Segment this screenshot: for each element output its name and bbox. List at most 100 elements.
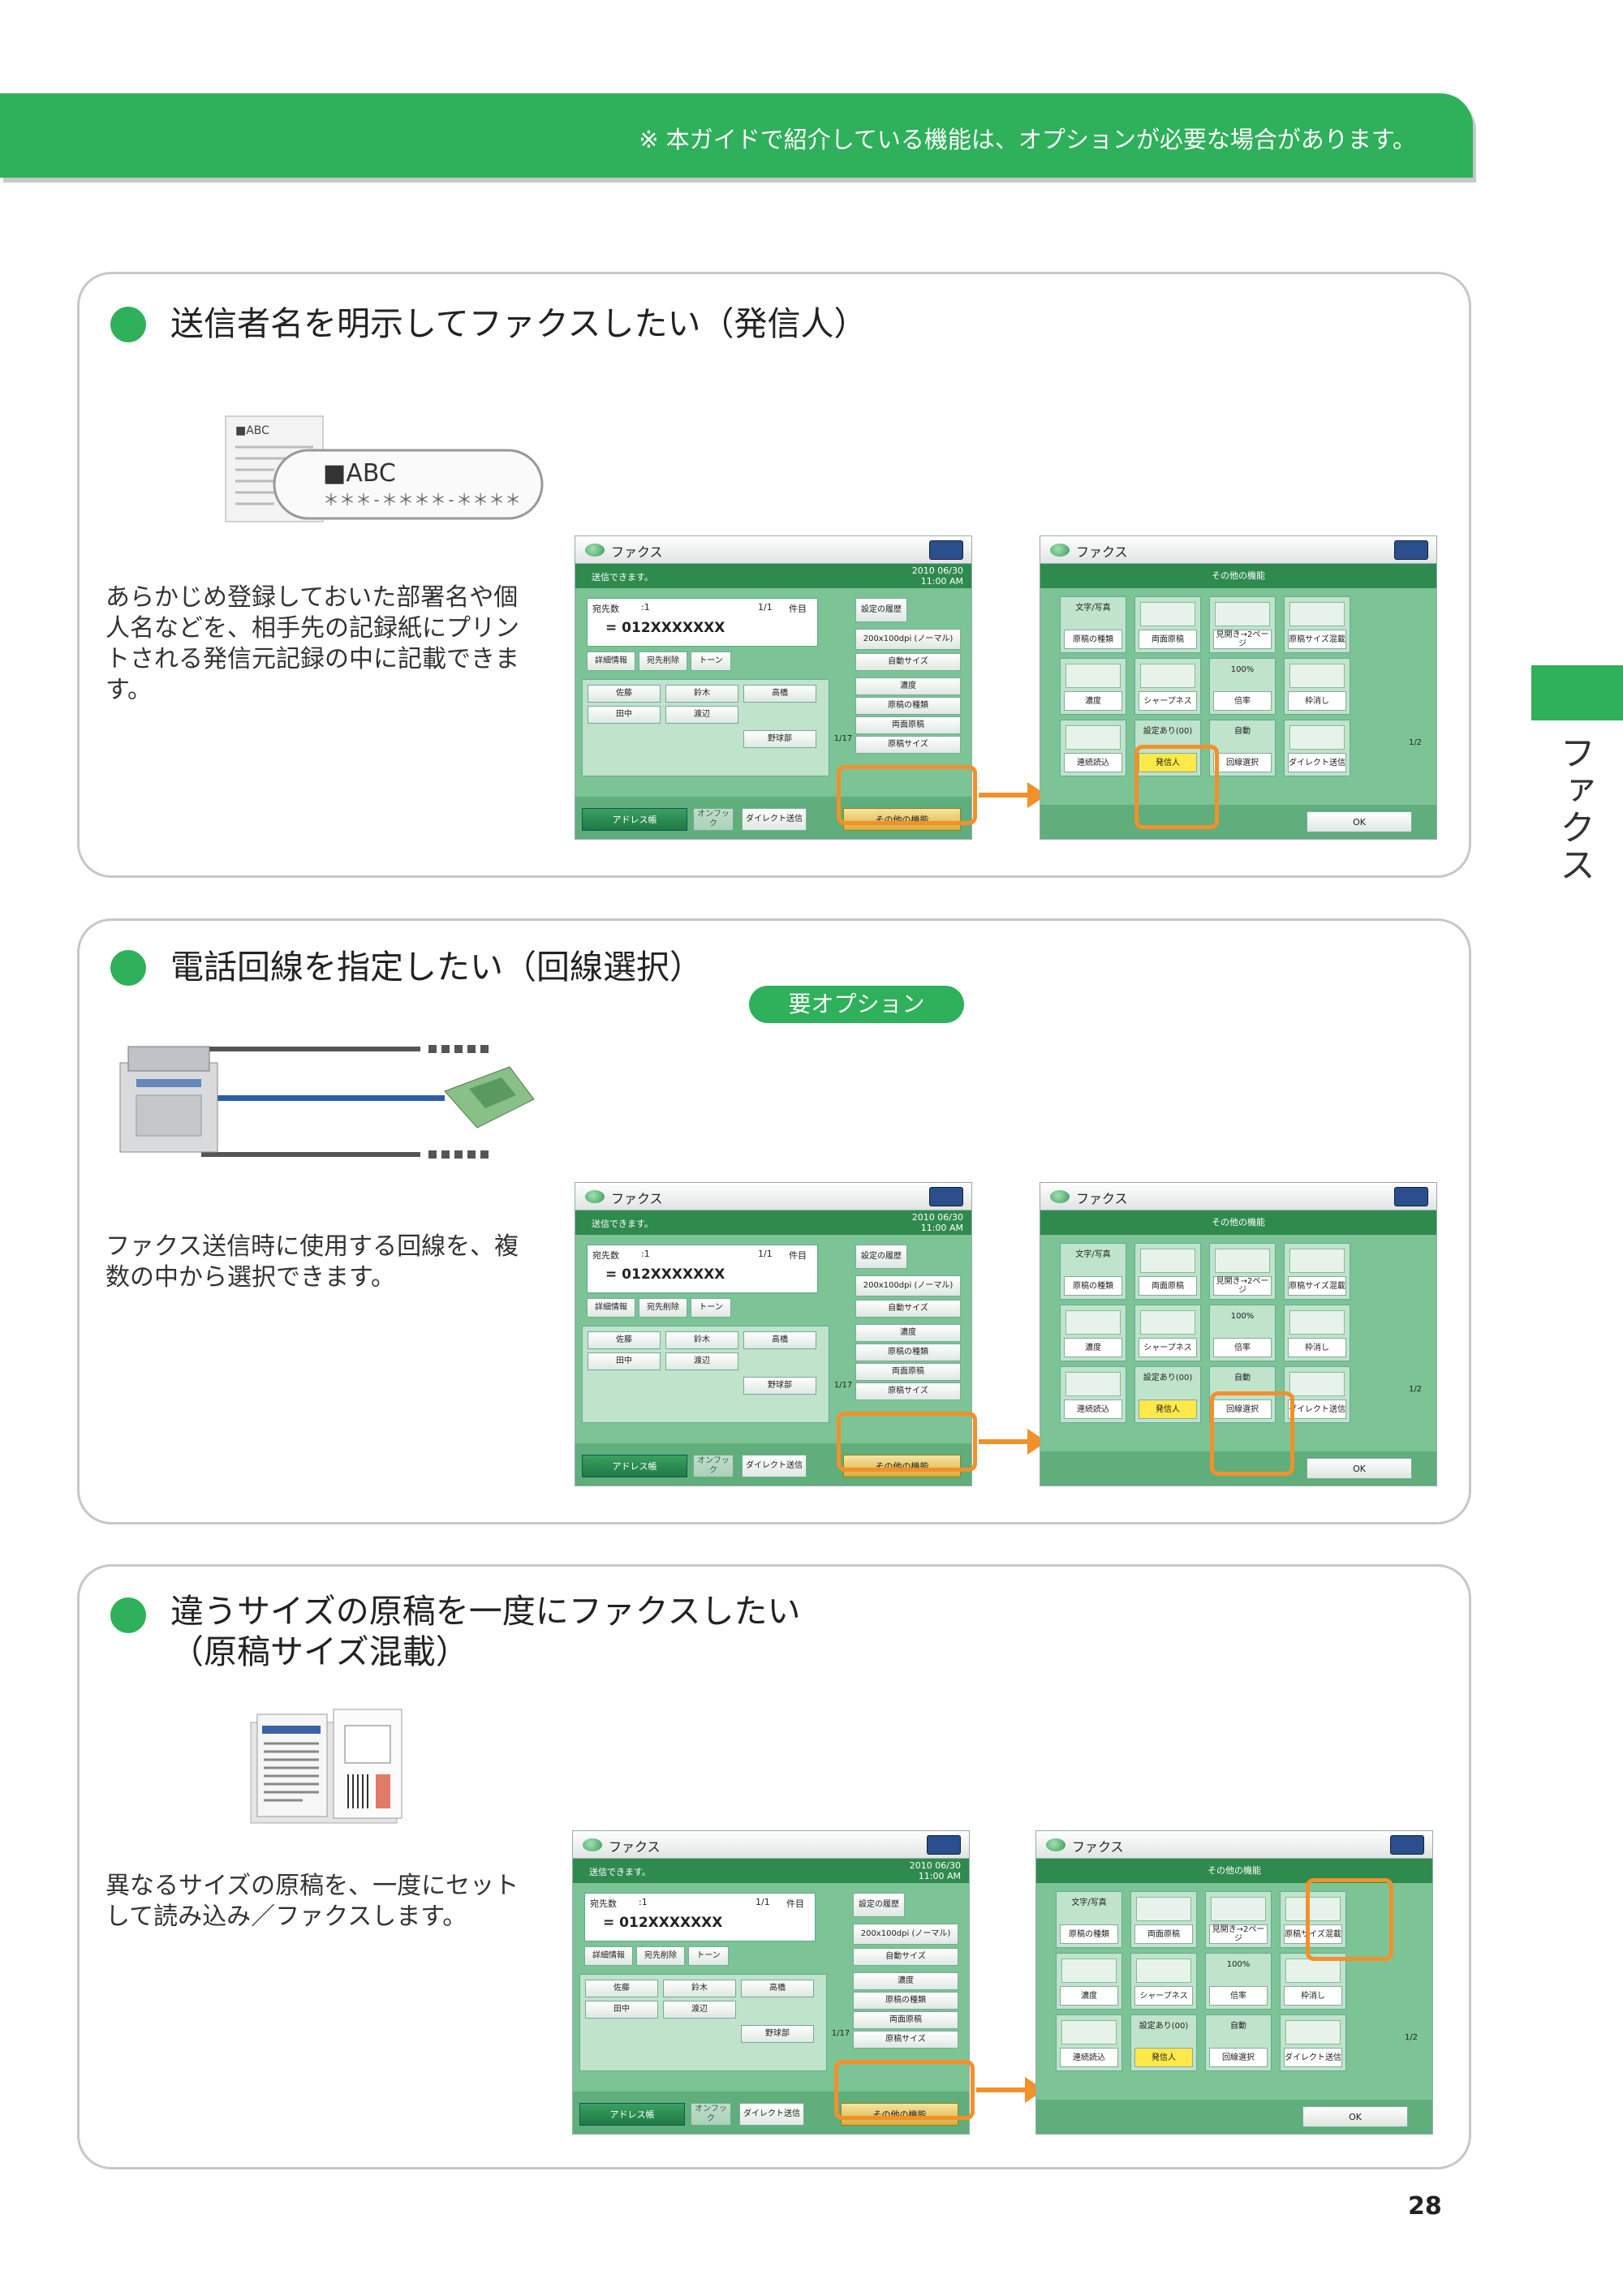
- option-tile[interactable]: ダイレクト送信: [1280, 2014, 1346, 2071]
- density-button[interactable]: 濃度: [855, 677, 961, 695]
- option-tile[interactable]: 自動回線選択: [1209, 720, 1276, 776]
- history-button[interactable]: 設定の履歴: [855, 598, 907, 622]
- option-tile[interactable]: 100%倍率: [1209, 658, 1276, 715]
- monitor-button[interactable]: [927, 1835, 961, 1855]
- option-tile[interactable]: 連続読込: [1056, 2014, 1122, 2071]
- option-tile[interactable]: 設定あり(00)発信人: [1134, 1366, 1201, 1423]
- contact-button[interactable]: 高橋: [743, 685, 816, 703]
- contact-button[interactable]: 鈴木: [663, 1980, 736, 1997]
- option-tile[interactable]: 両面原稿: [1134, 596, 1201, 653]
- contact-button[interactable]: 佐藤: [585, 1980, 658, 1997]
- monitor-button[interactable]: [1394, 1187, 1428, 1206]
- history-button[interactable]: 設定の履歴: [853, 1893, 905, 1917]
- monitor-button[interactable]: [929, 1187, 963, 1206]
- option-tile[interactable]: シャープネス: [1130, 1953, 1197, 2010]
- contact-button[interactable]: 田中: [588, 1352, 661, 1370]
- option-tile[interactable]: 100%倍率: [1205, 1953, 1272, 2010]
- option-tile[interactable]: 文字/写真原稿の種類: [1060, 596, 1126, 653]
- duplex-button[interactable]: 両面原稿: [853, 2011, 958, 2029]
- tone-button[interactable]: トーン: [691, 651, 731, 671]
- option-tile[interactable]: 設定あり(00)発信人: [1130, 2014, 1197, 2071]
- option-tile[interactable]: 濃度: [1060, 658, 1126, 715]
- option-tile[interactable]: 連続読込: [1060, 720, 1126, 776]
- resolution-button[interactable]: 200x100dpi (ノーマル): [855, 1275, 961, 1296]
- option-tile[interactable]: 濃度: [1060, 1305, 1126, 1361]
- option-tile[interactable]: 濃度: [1056, 1953, 1122, 2010]
- option-tile[interactable]: 自動回線選択: [1205, 2014, 1272, 2071]
- option-tile[interactable]: 両面原稿: [1130, 1891, 1197, 1948]
- contact-button[interactable]: 渡辺: [665, 706, 738, 724]
- option-tile[interactable]: 枠消し: [1280, 1953, 1346, 2010]
- resolution-button[interactable]: 200x100dpi (ノーマル): [855, 629, 961, 650]
- group-button[interactable]: 野球部: [741, 2025, 814, 2043]
- on-hook-button[interactable]: オンフック: [691, 2103, 731, 2126]
- contact-button[interactable]: 佐藤: [588, 685, 661, 703]
- option-tile[interactable]: 枠消し: [1284, 1305, 1350, 1361]
- option-tile[interactable]: 両面原稿: [1134, 1243, 1201, 1300]
- address-book-button[interactable]: アドレス帳: [582, 808, 687, 831]
- delete-destination-button[interactable]: 宛先削除: [639, 1298, 687, 1318]
- option-tile[interactable]: 文字/写真原稿の種類: [1060, 1243, 1126, 1300]
- option-tile[interactable]: ダイレクト送信: [1284, 720, 1350, 776]
- ok-button[interactable]: OK: [1302, 2106, 1408, 2127]
- option-tile[interactable]: 見開き→2ページ: [1209, 1243, 1276, 1300]
- monitor-button[interactable]: [1390, 1835, 1424, 1855]
- original-size-button[interactable]: 原稿サイズ: [853, 2031, 958, 2049]
- original-type-button[interactable]: 原稿の種類: [853, 1992, 958, 2010]
- original-type-button[interactable]: 原稿の種類: [855, 1344, 961, 1361]
- option-tile[interactable]: 原稿サイズ混載: [1284, 596, 1350, 653]
- address-book-button[interactable]: アドレス帳: [582, 1455, 687, 1477]
- contact-button[interactable]: 高橋: [741, 1980, 814, 1997]
- detail-button[interactable]: 詳細情報: [584, 1946, 633, 1966]
- ok-button[interactable]: OK: [1307, 1458, 1412, 1479]
- tone-button[interactable]: トーン: [691, 1298, 731, 1318]
- original-type-button[interactable]: 原稿の種類: [855, 697, 961, 715]
- detail-button[interactable]: 詳細情報: [587, 651, 635, 671]
- option-tile[interactable]: シャープネス: [1134, 1305, 1201, 1361]
- contact-button[interactable]: 田中: [588, 706, 661, 724]
- contact-button[interactable]: 鈴木: [665, 685, 738, 703]
- direct-send-button[interactable]: ダイレクト送信: [742, 808, 807, 831]
- delete-destination-button[interactable]: 宛先削除: [636, 1946, 685, 1966]
- ok-button[interactable]: OK: [1307, 811, 1412, 832]
- option-tile[interactable]: 見開き→2ページ: [1209, 596, 1276, 653]
- auto-size-button[interactable]: 自動サイズ: [853, 1948, 958, 1966]
- tone-button[interactable]: トーン: [688, 1946, 729, 1966]
- auto-size-button[interactable]: 自動サイズ: [855, 1300, 961, 1318]
- contact-button[interactable]: 渡辺: [663, 2001, 736, 2019]
- delete-destination-button[interactable]: 宛先削除: [639, 651, 687, 671]
- contact-button[interactable]: 高橋: [743, 1331, 816, 1349]
- monitor-button[interactable]: [1394, 540, 1428, 560]
- resolution-button[interactable]: 200x100dpi (ノーマル): [853, 1924, 958, 1945]
- contact-button[interactable]: 佐藤: [588, 1331, 661, 1349]
- direct-send-button[interactable]: ダイレクト送信: [742, 1455, 807, 1477]
- density-button[interactable]: 濃度: [853, 1972, 958, 1990]
- option-tile[interactable]: 枠消し: [1284, 658, 1350, 715]
- option-tile[interactable]: 連続読込: [1060, 1366, 1126, 1423]
- auto-size-button[interactable]: 自動サイズ: [855, 653, 961, 671]
- option-tile[interactable]: ダイレクト送信: [1284, 1366, 1350, 1423]
- contact-button[interactable]: 渡辺: [665, 1352, 738, 1370]
- address-book-button[interactable]: アドレス帳: [579, 2103, 685, 2126]
- on-hook-button[interactable]: オンフック: [693, 808, 734, 831]
- duplex-button[interactable]: 両面原稿: [855, 1363, 961, 1381]
- option-tile[interactable]: シャープネス: [1134, 658, 1201, 715]
- group-button[interactable]: 野球部: [743, 1377, 816, 1395]
- original-size-button[interactable]: 原稿サイズ: [855, 1382, 961, 1400]
- detail-button[interactable]: 詳細情報: [587, 1298, 635, 1318]
- group-button[interactable]: 野球部: [743, 730, 816, 748]
- contact-button[interactable]: 田中: [585, 2001, 658, 2019]
- history-button[interactable]: 設定の履歴: [855, 1245, 907, 1269]
- option-tile[interactable]: 原稿サイズ混載: [1284, 1243, 1350, 1300]
- on-hook-button[interactable]: オンフック: [693, 1455, 734, 1477]
- other-functions-button[interactable]: その他の機能: [841, 2103, 958, 2126]
- option-tile[interactable]: 文字/写真原稿の種類: [1056, 1891, 1122, 1948]
- contact-button[interactable]: 鈴木: [665, 1331, 738, 1349]
- duplex-button[interactable]: 両面原稿: [855, 716, 961, 734]
- direct-send-button[interactable]: ダイレクト送信: [739, 2103, 804, 2126]
- option-tile[interactable]: 100%倍率: [1209, 1305, 1276, 1361]
- density-button[interactable]: 濃度: [855, 1324, 961, 1342]
- monitor-button[interactable]: [929, 540, 963, 560]
- option-tile-mixed-size[interactable]: 原稿サイズ混載: [1280, 1891, 1346, 1948]
- option-tile[interactable]: 見開き→2ページ: [1205, 1891, 1272, 1948]
